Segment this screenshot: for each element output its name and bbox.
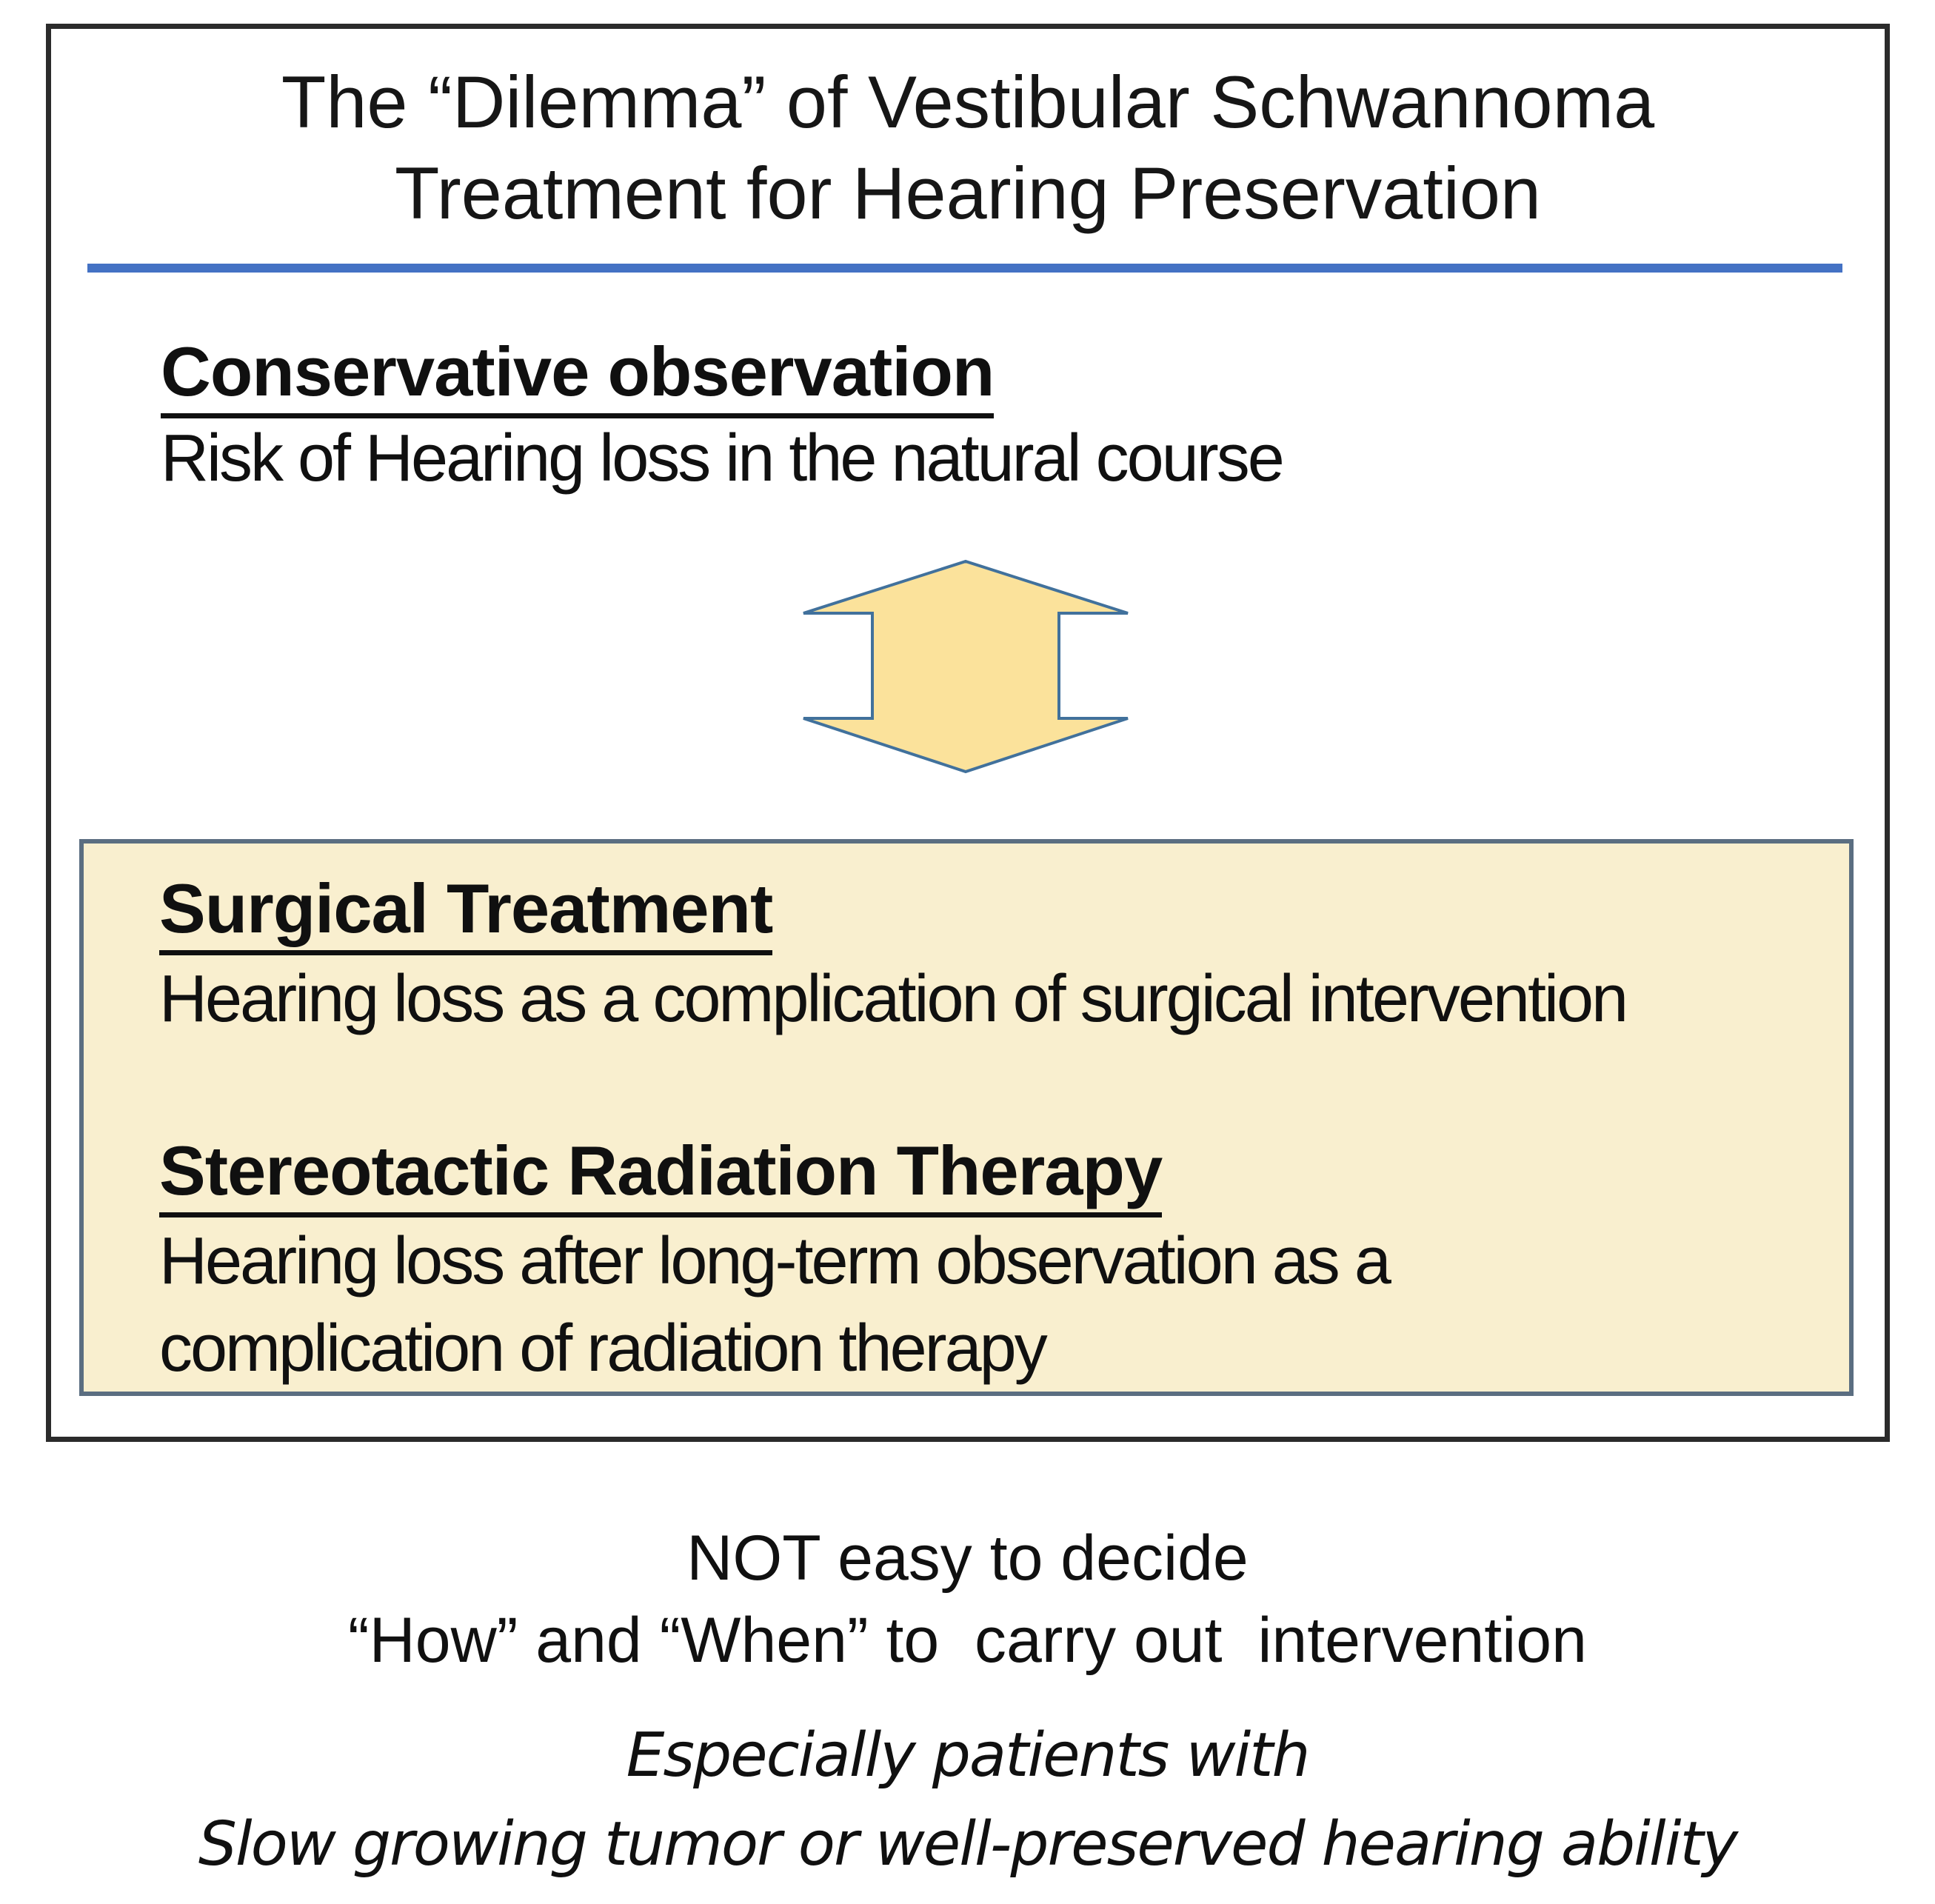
radiation-therapy-heading-text: Stereotactic Radiation Therapy <box>159 1129 1163 1217</box>
conclusion-line2: “How” and “When” to carry out interventi… <box>348 1605 1587 1676</box>
radiation-therapy-heading: Stereotactic Radiation Therapy <box>159 1129 1163 1217</box>
slide-title-line2: Treatment for Hearing Preservation <box>395 152 1541 234</box>
conservative-observation-heading: Conservative observation <box>161 330 995 418</box>
surgical-treatment-heading: Surgical Treatment <box>159 867 773 955</box>
radiation-therapy-body: Hearing loss after long-term observation… <box>159 1217 1391 1392</box>
conservative-observation-heading-text: Conservative observation <box>161 330 995 418</box>
radiation-therapy-body-line1: Hearing loss after long-term observation… <box>159 1224 1391 1298</box>
up-down-arrow-icon <box>803 559 1129 774</box>
emphasis-line1: Especially patients with <box>626 1720 1311 1791</box>
treatment-options-box <box>79 839 1854 1396</box>
emphasis-line2: Slow growing tumor or well-preserved hea… <box>198 1809 1738 1880</box>
up-down-arrow-shape <box>803 559 1129 774</box>
slide-title: The “Dilemma” of Vestibular Schwannoma T… <box>46 56 1890 238</box>
title-divider <box>87 264 1842 273</box>
slide-title-line1: The “Dilemma” of Vestibular Schwannoma <box>281 61 1655 143</box>
surgical-treatment-body: Hearing loss as a complication of surgic… <box>159 962 1628 1036</box>
radiation-therapy-body-line2: complication of radiation therapy <box>159 1312 1048 1386</box>
conservative-observation-body: Risk of Hearing loss in the natural cour… <box>161 421 1285 495</box>
conclusion-line1: NOT easy to decide <box>686 1523 1249 1594</box>
surgical-treatment-heading-text: Surgical Treatment <box>159 867 773 955</box>
